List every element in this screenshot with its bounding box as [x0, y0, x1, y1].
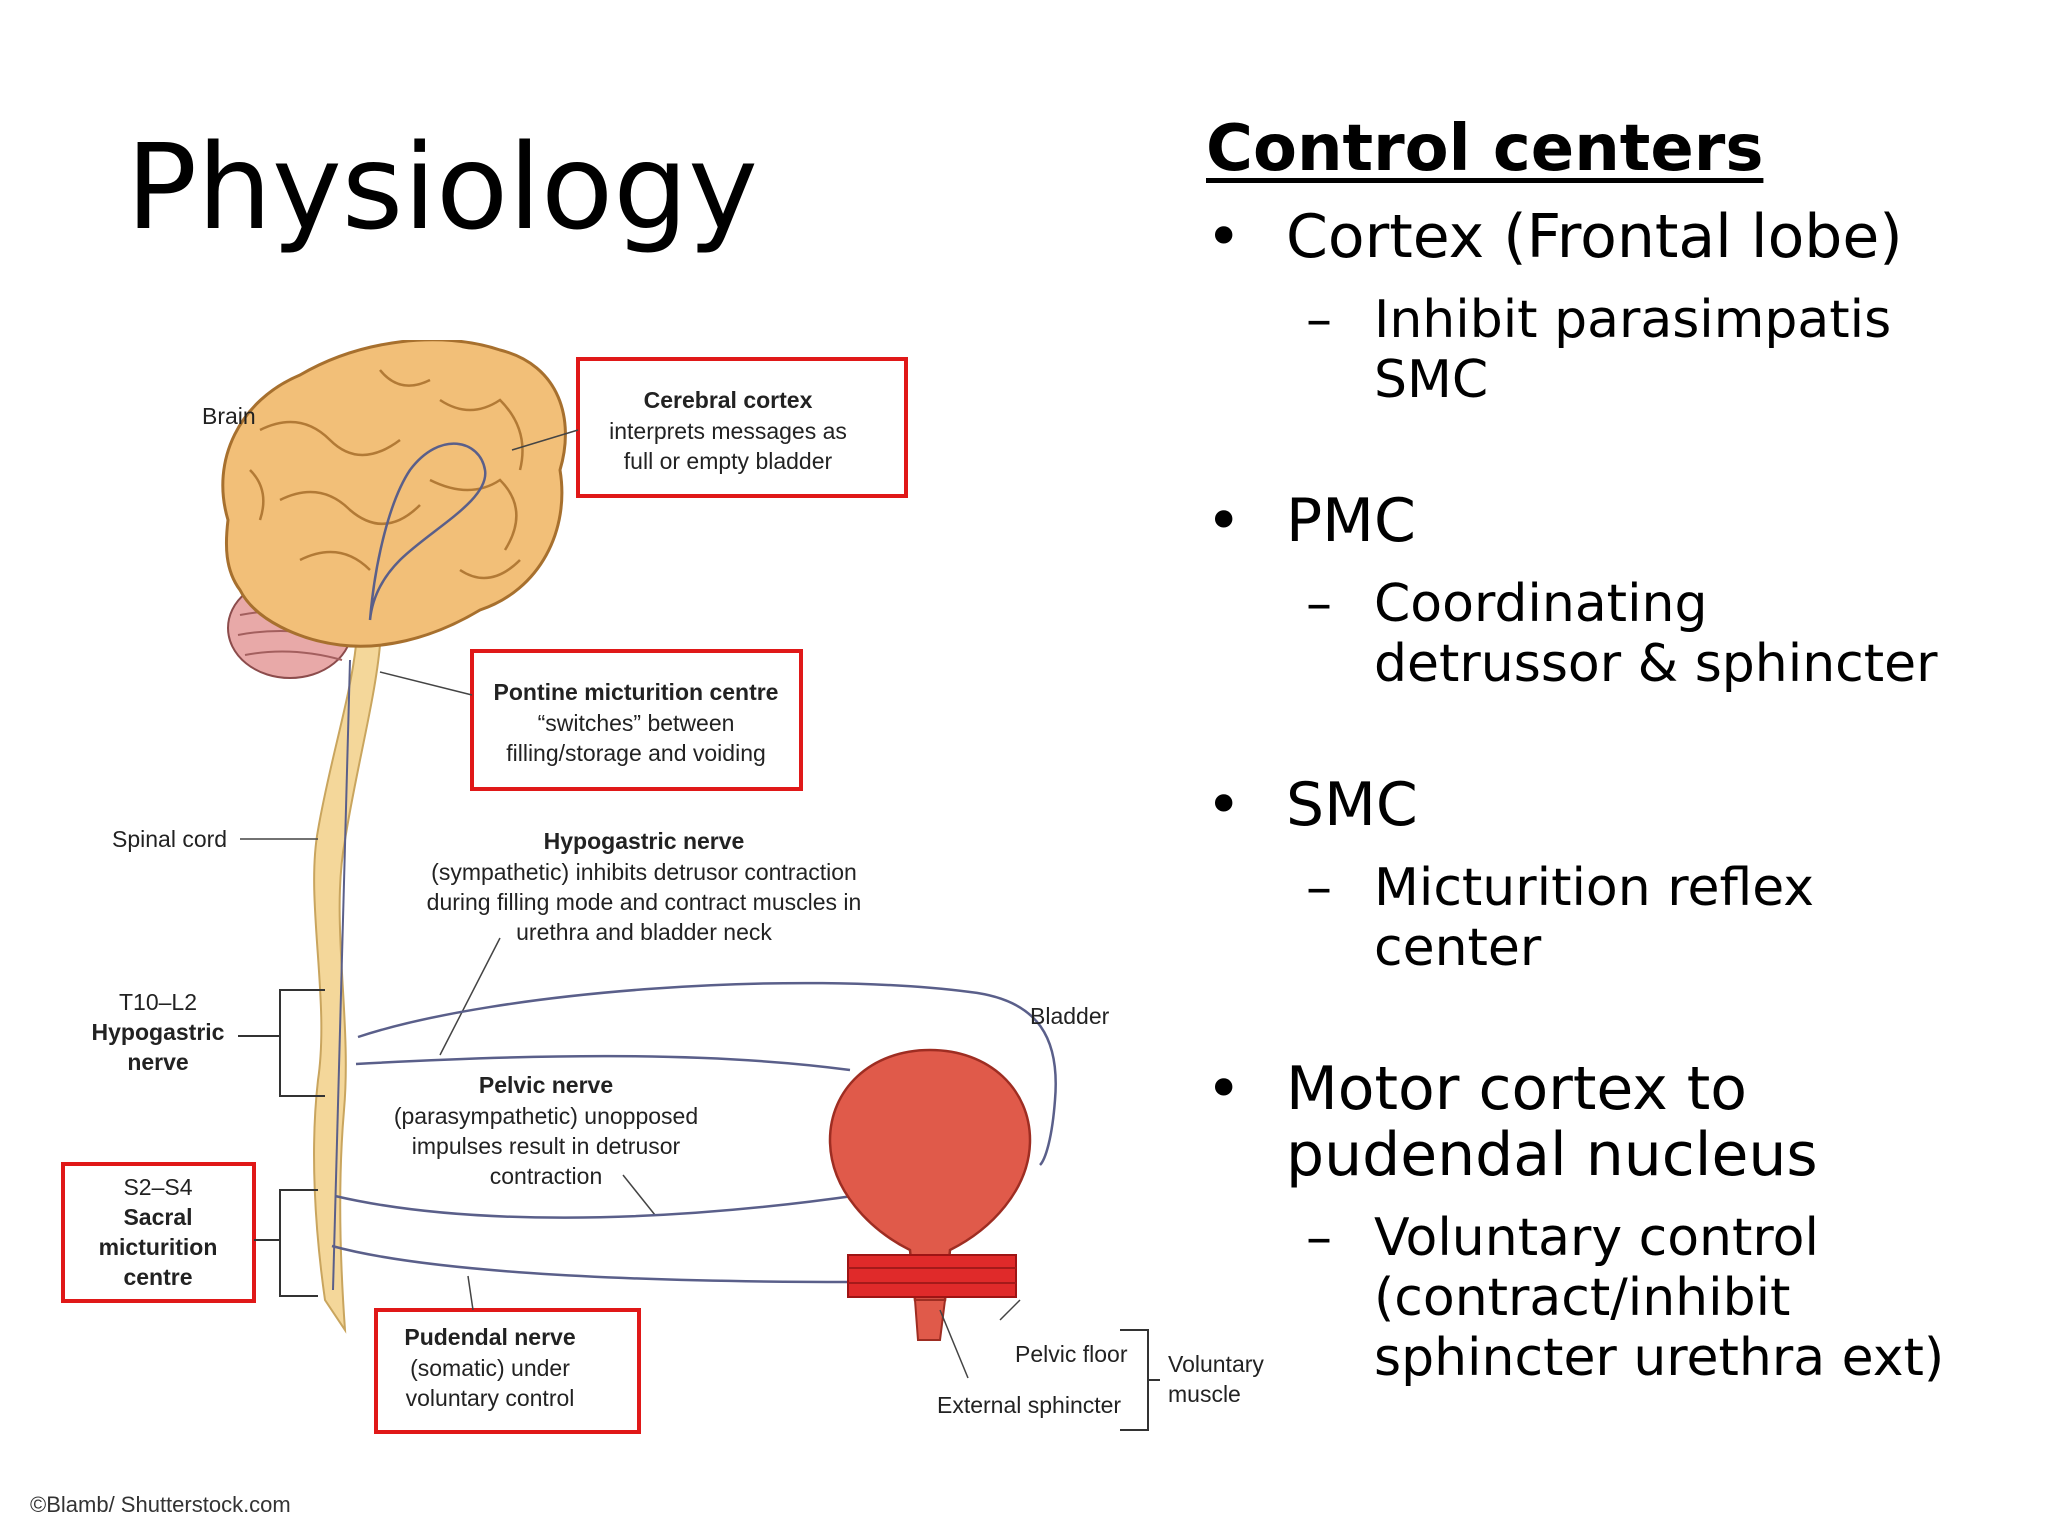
external-sphincter-label: External sphincter: [937, 1392, 1121, 1418]
bracket-voluntary-muscle: [1120, 1329, 1160, 1431]
leader-pelvic-floor: [999, 1299, 1021, 1321]
bullet-motor-cortex: • Motor cortex to pudendal nucleus: [1206, 1056, 2026, 1188]
pontine-box: [470, 649, 803, 791]
bullet-dot: •: [1206, 202, 1242, 272]
bullet-smc: • SMC: [1206, 772, 2026, 838]
pudendal-title: Pudendal nerve: [404, 1324, 575, 1350]
hypogastric-nerve: [357, 981, 1057, 1166]
bullet-dot: •: [1206, 1054, 1242, 1124]
external-sphincter: [847, 1254, 1017, 1298]
leader-pudendal: [467, 1275, 474, 1311]
bullet-dot: •: [1206, 770, 1242, 840]
sub-line: center: [1374, 918, 1542, 978]
brain-gyri: [249, 369, 524, 580]
voluntary-muscle-label: muscle: [1168, 1381, 1241, 1407]
bullet-label-line: Motor cortex to: [1286, 1054, 1748, 1124]
pelvic-title: Pelvic nerve: [479, 1072, 613, 1098]
bullet-pmc: • PMC: [1206, 488, 2026, 554]
control-centers-heading: Control centers: [1206, 112, 1764, 186]
leader-pontine: [379, 671, 473, 696]
pontine-line: filling/storage and voiding: [506, 740, 766, 766]
sub-line: Inhibit parasimpatis: [1374, 290, 1892, 350]
bullet-cortex: • Cortex (Frontal lobe): [1206, 204, 2026, 270]
sub-line: sphincter urethra ext): [1374, 1328, 1945, 1388]
brain: [221, 340, 567, 648]
bullet-label: SMC: [1286, 770, 1418, 840]
image-credit: ©Blamb/ Shutterstock.com: [30, 1492, 291, 1517]
pontine-title: Pontine micturition centre: [494, 679, 779, 705]
brain-label: Brain: [202, 403, 256, 429]
leader-external-sphincter: [939, 1309, 969, 1379]
pudendal-nerve: [331, 1244, 851, 1284]
sub-line: SMC: [1374, 350, 1489, 410]
s2-s4-range: S2–S4: [123, 1174, 192, 1200]
leader-hypogastric: [439, 937, 501, 1056]
hypogastric-line: (sympathetic) inhibits detrusor contract…: [431, 859, 857, 885]
bullet-label: PMC: [1286, 486, 1416, 556]
sub-cortex: – Inhibit parasimpatis SMC: [1206, 290, 2026, 410]
s2-s4-box: [61, 1162, 256, 1303]
pelvic-floor-label: Pelvic floor: [1015, 1341, 1128, 1367]
sub-dash: –: [1306, 1208, 1332, 1268]
voluntary-muscle-label: Voluntary: [1168, 1351, 1264, 1377]
pudendal-line: voluntary control: [406, 1385, 575, 1411]
micturition-diagram: Brain Cerebral cortex interprets message…: [30, 340, 1264, 1517]
bracket-t10-l2: [238, 989, 325, 1097]
sub-smc: – Micturition reflex center: [1206, 858, 2026, 978]
cerebral-cortex-line: full or empty bladder: [624, 448, 833, 474]
pudendal-box: [374, 1308, 641, 1434]
sub-line: detrussor & sphincter: [1374, 634, 1938, 694]
sub-line: Micturition reflex: [1374, 858, 1815, 918]
hypogastric-line: during filling mode and contract muscles…: [427, 889, 862, 915]
cord-nerve-line: [332, 659, 351, 1291]
hypogastric-title: Hypogastric nerve: [544, 828, 745, 854]
sub-line: Voluntary control: [1374, 1208, 1819, 1268]
control-centers-panel: Control centers • Cortex (Frontal lobe) …: [1206, 112, 2026, 1388]
sub-dash: –: [1306, 858, 1332, 918]
pelvic-line: impulses result in detrusor: [412, 1133, 681, 1159]
hypogastric-line: urethra and bladder neck: [516, 919, 772, 945]
bullet-label: Cortex (Frontal lobe): [1286, 202, 1903, 272]
sub-line: (contract/inhibit: [1374, 1268, 1791, 1328]
bladder-label: Bladder: [1030, 1003, 1110, 1029]
pontine-line: “switches” between: [538, 710, 735, 736]
t10-l2-range: T10–L2: [119, 989, 197, 1015]
bracket-s2-s4: [254, 1189, 318, 1297]
s2-s4-name: micturition: [99, 1234, 218, 1260]
s2-s4-name: centre: [123, 1264, 192, 1290]
sub-line: Coordinating: [1374, 574, 1708, 634]
leader-pelvic: [622, 1174, 656, 1216]
t10-l2-name: Hypogastric: [92, 1019, 225, 1045]
cerebral-cortex-title: Cerebral cortex: [644, 387, 813, 413]
bullet-label-line: pudendal nucleus: [1286, 1120, 1818, 1190]
cortex-loop-nerve: [368, 442, 487, 621]
sub-dash: –: [1306, 574, 1332, 634]
sub-pmc: – Coordinating detrussor & sphincter: [1206, 574, 2026, 694]
sub-dash: –: [1306, 290, 1332, 350]
cerebral-cortex-box: [576, 357, 908, 498]
urethra: [913, 1299, 947, 1341]
hypogastric-nerve-lower: [355, 1054, 851, 1072]
t10-l2-name: nerve: [127, 1049, 188, 1075]
cerebral-cortex-line: interprets messages as: [609, 418, 847, 444]
pelvic-line: contraction: [490, 1163, 603, 1189]
s2-s4-name: Sacral: [123, 1204, 192, 1230]
sub-motor-cortex: – Voluntary control (contract/inhibit sp…: [1206, 1208, 2026, 1388]
leader-cortex: [511, 429, 579, 451]
pelvic-nerve: [334, 1149, 912, 1219]
bullet-dot: •: [1206, 486, 1242, 556]
pelvic-line: (parasympathetic) unopposed: [394, 1103, 698, 1129]
slide-title: Physiology: [126, 118, 758, 256]
pudendal-line: (somatic) under: [410, 1355, 570, 1381]
spinal-cord-label: Spinal cord: [112, 826, 227, 852]
